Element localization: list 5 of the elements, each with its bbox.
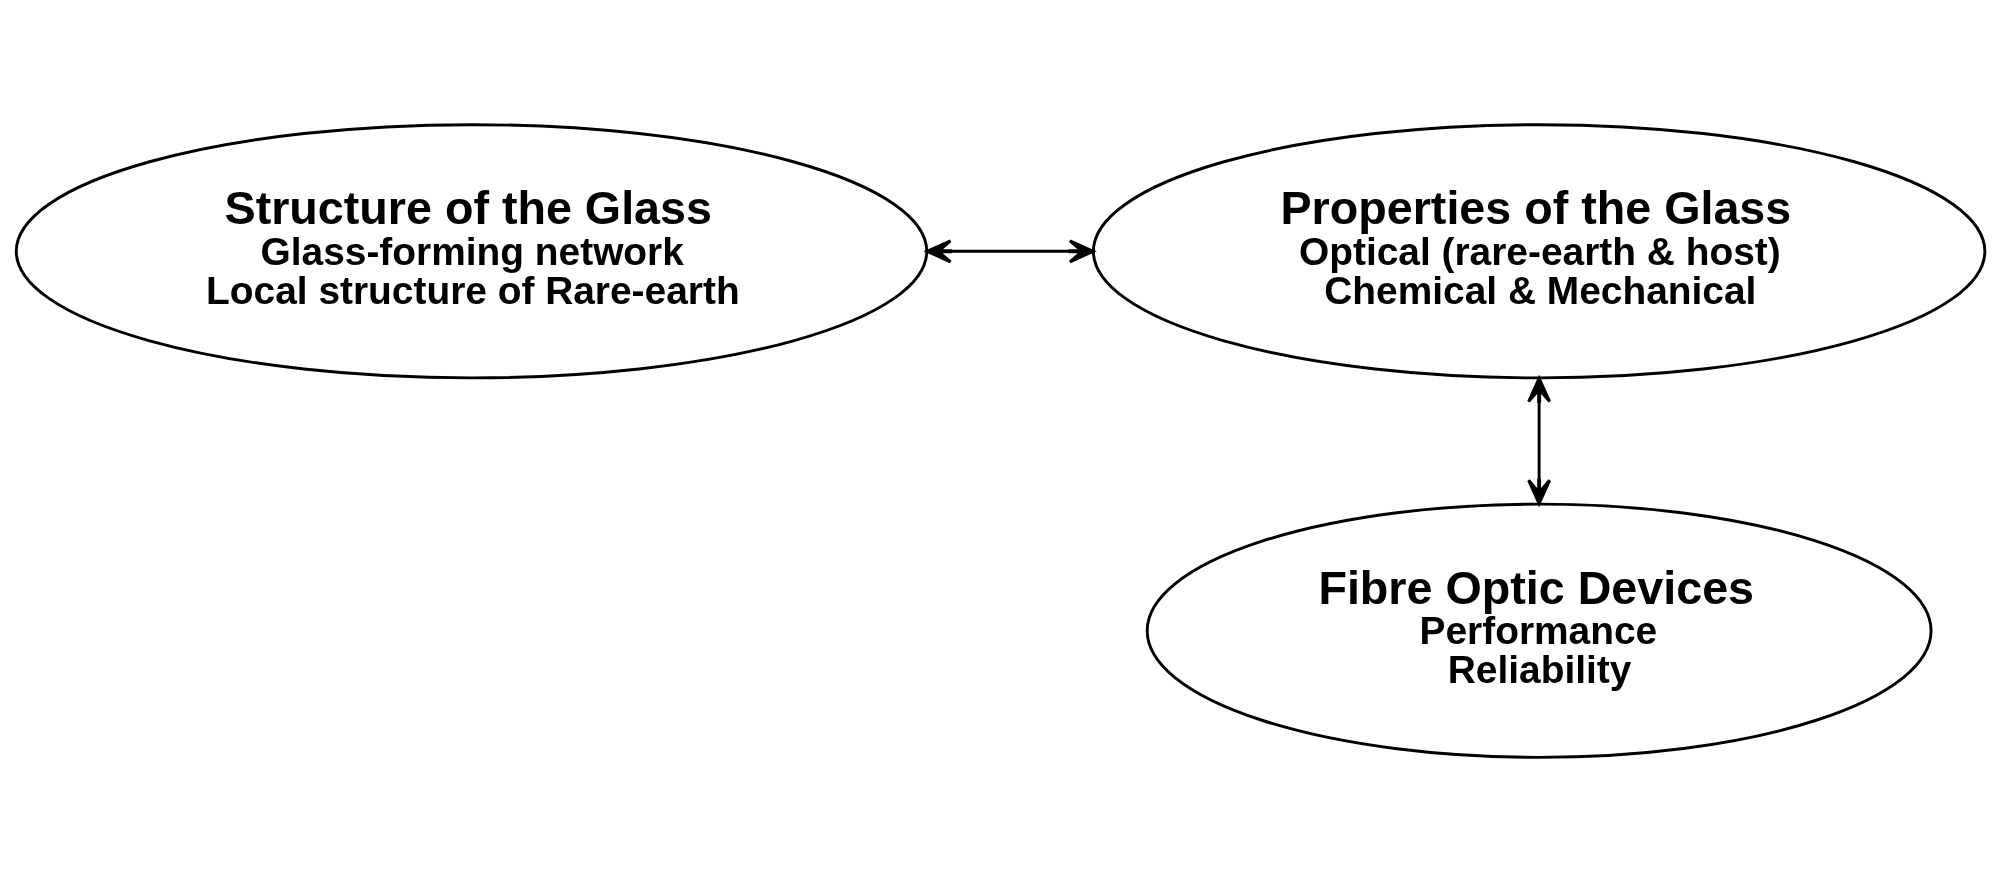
arrow xyxy=(925,239,1095,264)
node-ellipse: Properties of the Glass Optical (rare-earth & host) Chemical & Mechanical xyxy=(1091,123,1987,380)
arrow xyxy=(1527,376,1552,506)
node-ellipse: Structure of the Glass Glass-forming network Local structure of Rare-earth xyxy=(14,123,929,380)
node-ellipse: Fibre Optic Devices Performance Reliability xyxy=(1145,502,1933,759)
